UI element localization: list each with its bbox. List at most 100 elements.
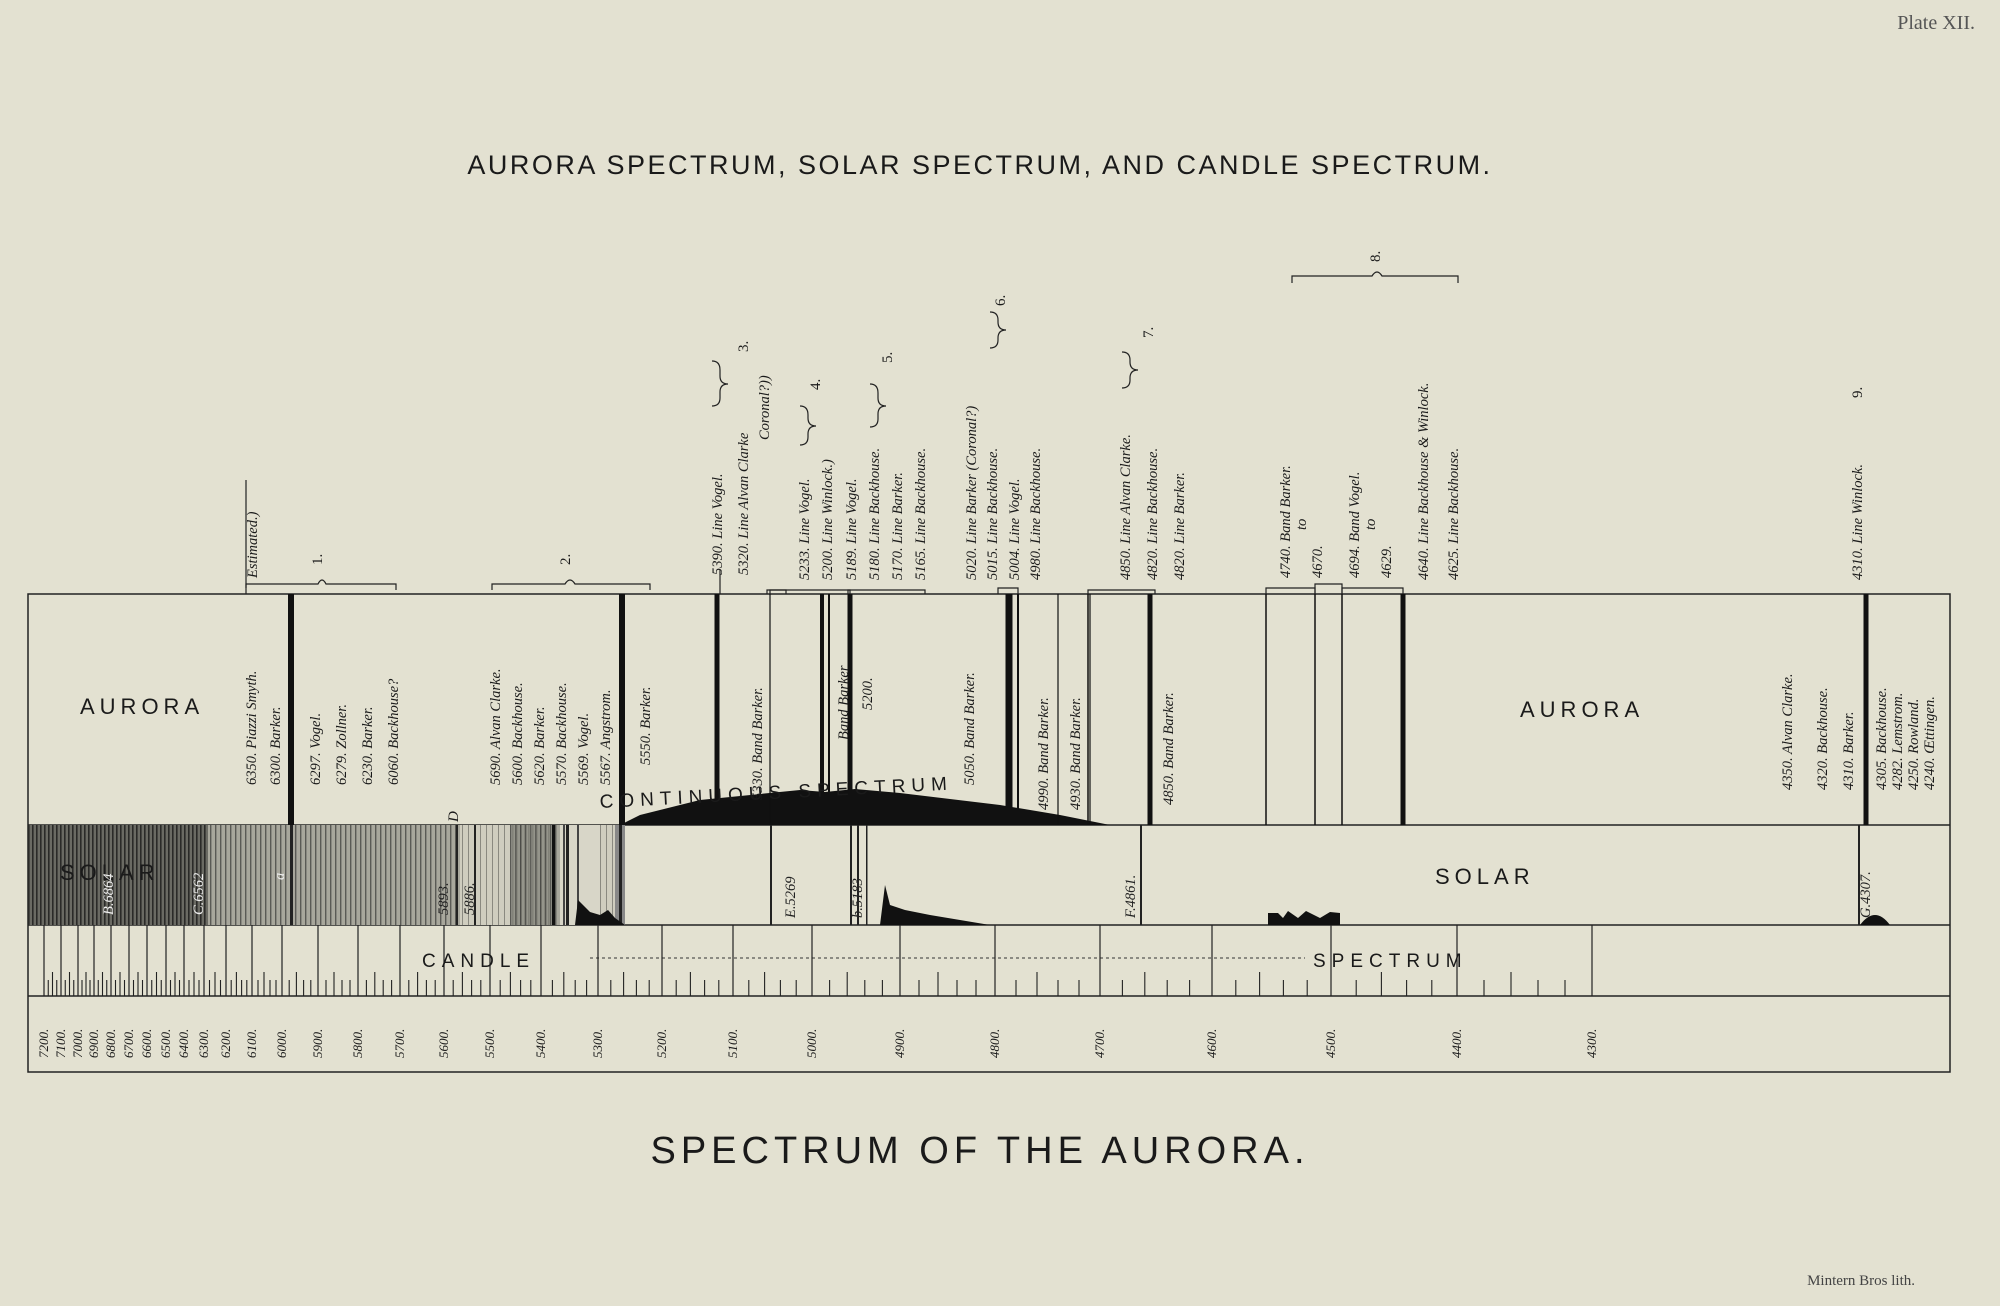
solar-line-label: F.4861. xyxy=(1123,875,1139,919)
annotation: 6060. Backhouse? xyxy=(386,678,402,785)
annotation: 5620. Barker. xyxy=(532,706,548,785)
annotation: 5600. Backhouse. xyxy=(510,682,526,785)
axis-tick-label: 7200. xyxy=(36,1029,51,1058)
annotation: 4640. Line Backhouse & Winlock. xyxy=(1416,383,1432,580)
annotation: 4740. Band Barker. xyxy=(1278,465,1294,578)
annotation: to xyxy=(1294,519,1310,530)
annotation: Coronal?)) xyxy=(757,375,773,440)
group-brackets xyxy=(245,271,1459,594)
annotation: 4850. Line Alvan Clarke. xyxy=(1118,434,1134,580)
axis-tick-label: 5200. xyxy=(654,1029,669,1058)
annotation: 4320. Backhouse. xyxy=(1815,687,1831,790)
annotation: 4820. Line Barker. xyxy=(1172,472,1188,580)
annotation: 4250. Rowland. xyxy=(1906,699,1922,790)
aurora-lines xyxy=(288,594,1869,825)
group-number: 9. xyxy=(1850,387,1866,398)
annotation: 5189. Line Vogel. xyxy=(844,479,860,581)
annotation: 4310. Barker. xyxy=(1841,711,1857,790)
annotation: Estimated.) xyxy=(245,511,261,579)
page-title: AURORA SPECTRUM, SOLAR SPECTRUM, AND CAN… xyxy=(467,150,1493,180)
annotations-above: Estimated.) 5390. Line Vogel. 5320. Line… xyxy=(245,375,1866,580)
annotation: 6300. Barker. xyxy=(268,706,284,785)
group-number: 7. xyxy=(1141,327,1157,338)
annotation: 4820. Line Backhouse. xyxy=(1145,448,1161,580)
annotations-aurora: 6350. Piazzi Smyth. 6300. Barker. 6297. … xyxy=(244,665,1938,810)
annotation: 5165. Line Backhouse. xyxy=(913,448,929,580)
annotation: 5390. Line Vogel. xyxy=(710,474,726,576)
annotation: 4990. Band Barker. xyxy=(1036,697,1052,810)
axis-tick-label: 5600. xyxy=(436,1029,451,1058)
axis-tick-label: 7000. xyxy=(70,1029,85,1058)
solar-line-labels: B.6864 C.6562 a 5893. 5886. E.5269 b.518… xyxy=(101,811,1874,919)
axis-tick-label: 7100. xyxy=(53,1029,68,1058)
solar-line-label: B.6864 xyxy=(101,874,117,915)
axis-tick-label: 4900. xyxy=(892,1029,907,1058)
solar-line-label: G.4307. xyxy=(1858,871,1874,918)
annotation: 4350. Alvan Clarke. xyxy=(1780,673,1796,790)
annotation: 5567. Angstrom. xyxy=(598,690,614,785)
axis-tick-label: 5000. xyxy=(804,1029,819,1058)
aurora-right-label: AURORA xyxy=(1520,697,1644,722)
axis-tick-label: 6700. xyxy=(121,1029,136,1058)
annotation: 6350. Piazzi Smyth. xyxy=(244,671,260,785)
solar-line-label: E.5269 xyxy=(783,876,799,919)
group-number: 1. xyxy=(310,554,326,565)
annotation: 4930. Band Barker. xyxy=(1068,697,1084,810)
annotation: 5330. Band Barker. xyxy=(750,687,766,800)
axis-tick-label: 4600. xyxy=(1204,1029,1219,1058)
axis-tick-labels: 7200.7100.7000.6900.6800.6700.6600.6500.… xyxy=(36,1029,1599,1058)
annotation: 4282. Lemstrom. xyxy=(1890,693,1906,790)
axis-tick-label: 6900. xyxy=(86,1029,101,1058)
annotation: 5200. xyxy=(860,677,876,710)
annotation: 5569. Vogel. xyxy=(576,713,592,785)
axis-tick-label: 5700. xyxy=(392,1029,407,1058)
group-number: 2. xyxy=(558,554,574,565)
annotation: 5020. Line Barker (Coronal?) xyxy=(964,406,980,580)
axis-tick-label: 5300. xyxy=(590,1029,605,1058)
group-numbers: 1. 2. 3. 4. 5. 6. 7. 8. 9. xyxy=(310,251,1866,565)
axis-tick-label: 6200. xyxy=(218,1029,233,1058)
axis-tick-label: 5100. xyxy=(725,1029,740,1058)
annotation: 5200. Line Winlock.) xyxy=(820,459,836,580)
continuous-spectrum-hump xyxy=(620,789,1110,825)
annotation: 5050. Band Barker. xyxy=(962,672,978,785)
annotation: 4310. Line Winlock. xyxy=(1850,464,1866,580)
solar-line-label: 5893. xyxy=(436,882,452,915)
annotation: 5170. Line Barker. xyxy=(890,472,906,580)
annotation: 6230. Barker. xyxy=(360,706,376,785)
annotation: 4980. Line Backhouse. xyxy=(1028,448,1044,580)
solar-line-d-label: D xyxy=(446,811,462,823)
axis-tick-label: 5800. xyxy=(350,1029,365,1058)
axis-dividers xyxy=(43,925,1593,996)
solar-right-label: SOLAR xyxy=(1435,864,1535,889)
annotation: 5690. Alvan Clarke. xyxy=(488,668,504,785)
group-number: 8. xyxy=(1368,251,1384,262)
page-subtitle: SPECTRUM OF THE AURORA. xyxy=(650,1130,1310,1172)
axis-tick-label: 5500. xyxy=(482,1029,497,1058)
axis-tick-label: 5900. xyxy=(310,1029,325,1058)
annotation: 4850. Band Barker. xyxy=(1161,692,1177,805)
group-number: 3. xyxy=(736,341,752,352)
candle-label: CANDLE xyxy=(422,951,535,972)
solar-line-label: C.6562 xyxy=(191,873,207,915)
axis-tick-label: 6300. xyxy=(196,1029,211,1058)
solar-line-label: b.5183 xyxy=(850,878,866,918)
lithographer-credit: Mintern Bros lith. xyxy=(1807,1273,1915,1289)
group-number: 5. xyxy=(880,352,896,363)
annotation: 5180. Line Backhouse. xyxy=(867,448,883,580)
annotation: 5550. Barker. xyxy=(638,686,654,765)
solar-line-label: 5886. xyxy=(462,882,478,915)
group-number: 6. xyxy=(993,295,1009,306)
annotation: 5015. Line Backhouse. xyxy=(985,448,1001,580)
annotation: 4670. xyxy=(1310,545,1326,578)
axis-tick-label: 4500. xyxy=(1323,1029,1338,1058)
annotation: 4305. Backhouse. xyxy=(1874,687,1890,790)
axis-tick-label: 6500. xyxy=(158,1029,173,1058)
annotation: 4625. Line Backhouse. xyxy=(1446,448,1462,580)
axis-tick-label: 4800. xyxy=(987,1029,1002,1058)
annotation: 4629. xyxy=(1379,545,1395,578)
annotation: 4240. Œttingen. xyxy=(1922,696,1938,790)
annotation: 6297. Vogel. xyxy=(308,713,324,785)
aurora-left-label: AURORA xyxy=(80,694,204,719)
